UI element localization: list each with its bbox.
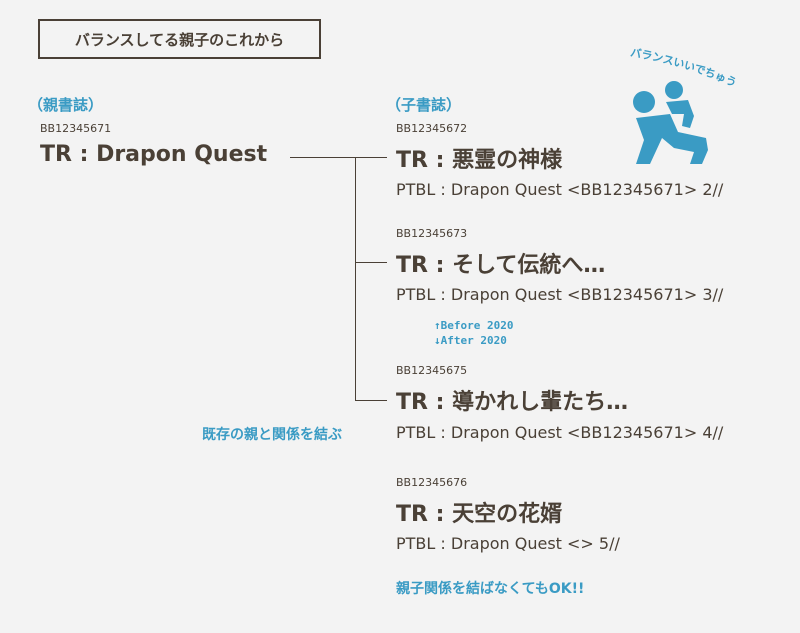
child-section-label: （子書誌）: [386, 96, 462, 114]
child-ptbl: PTBL : Drapon Quest <BB12345671> 2//: [396, 180, 724, 199]
page-title: バランスしてる親子のこれから: [38, 19, 321, 59]
connector-child-3: [355, 400, 387, 401]
parent-title: TR : Drapon Quest: [40, 142, 268, 167]
child-id: BB12345672: [396, 122, 468, 135]
parent-id: BB12345671: [40, 122, 112, 135]
connector-vertical: [355, 157, 356, 401]
child-title: TR : 悪霊の神様: [396, 148, 563, 173]
parent-child-balance-icon: [622, 78, 722, 172]
child-ptbl: PTBL : Drapon Quest <BB12345671> 4//: [396, 423, 724, 442]
child-ptbl: PTBL : Drapon Quest <BB12345671> 3//: [396, 285, 724, 304]
child-ptbl: PTBL : Drapon Quest <> 5//: [396, 534, 620, 553]
child-title: TR : そして伝統へ…: [396, 253, 606, 278]
child-id: BB12345676: [396, 476, 468, 489]
child-id: BB12345675: [396, 364, 468, 377]
child-title: TR : 天空の花婿: [396, 502, 563, 527]
no-link-ok-annotation: 親子関係を結ばなくてもOK!!: [396, 581, 585, 597]
balance-caption: バランスいいでちゅう: [625, 46, 775, 106]
child-id: BB12345673: [396, 227, 468, 240]
after-2020-label: ↓After 2020: [434, 334, 507, 347]
child-title: TR : 導かれし輩たち…: [396, 390, 629, 415]
connector-child-2: [355, 262, 387, 263]
connector-parent: [290, 157, 356, 158]
parent-section-label: （親書誌）: [28, 96, 104, 114]
balance-caption-svg: バランスいいでちゅう: [629, 46, 738, 90]
connector-child-1: [355, 157, 387, 158]
before-2020-label: ↑Before 2020: [434, 319, 514, 332]
link-existing-annotation: 既存の親と関係を結ぶ: [202, 427, 342, 443]
